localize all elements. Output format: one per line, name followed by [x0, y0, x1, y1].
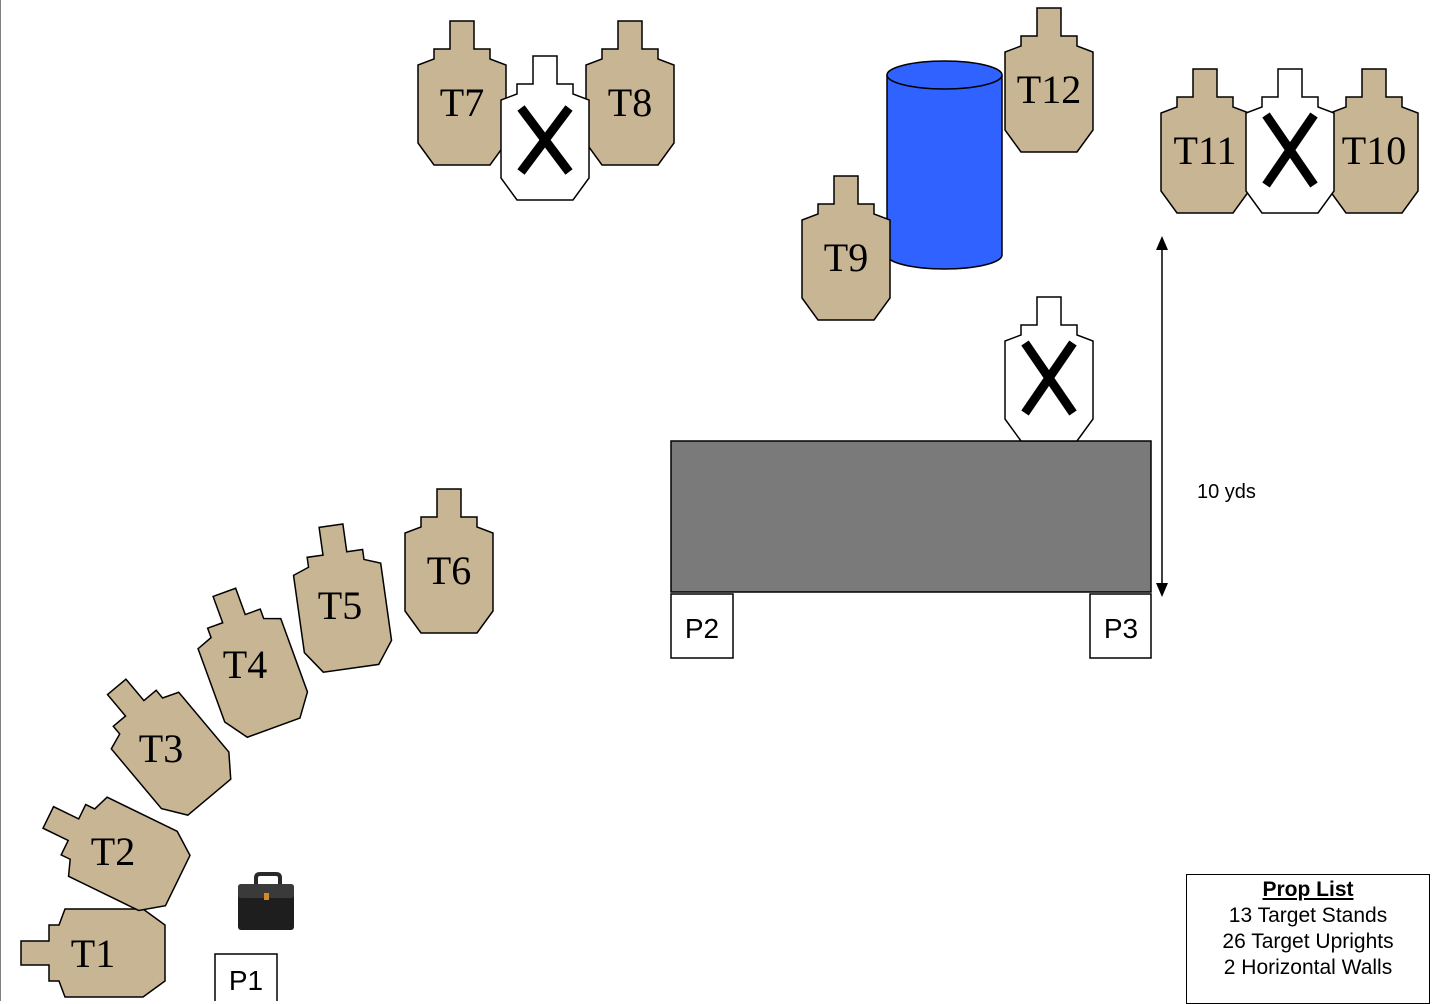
target-label: T2	[91, 829, 135, 874]
target-label: T5	[318, 583, 362, 628]
position-box-p2	[670, 593, 734, 659]
target-label: T9	[824, 235, 868, 280]
target-label: T4	[223, 642, 267, 687]
briefcase-icon	[238, 872, 294, 930]
distance-arrow	[1156, 236, 1168, 597]
target-label: T12	[1017, 67, 1081, 112]
target-label: T8	[608, 80, 652, 125]
position-box-p1	[214, 953, 278, 1001]
no-shoot-target-icon	[1004, 296, 1094, 442]
distance-label: 10 yds	[1197, 481, 1256, 503]
target-label: T1	[71, 931, 115, 976]
horizontal-wall	[670, 440, 1152, 593]
no-shoot-target-icon	[1245, 68, 1335, 214]
no-shoot-target-icon	[500, 55, 590, 201]
position-label: P2	[685, 613, 719, 644]
prop-list-item: 13 Target Stands	[1228, 904, 1388, 927]
position-label: P3	[1104, 613, 1138, 644]
position-box-p3	[1089, 593, 1152, 659]
page-left-border	[0, 0, 1, 1001]
barrel-icon	[886, 60, 1003, 270]
target-label: T7	[440, 80, 484, 125]
prop-list: Prop List 13 Target Stands 26 Target Upr…	[1186, 874, 1430, 1004]
prop-list-item: 2 Horizontal Walls	[1223, 956, 1393, 979]
prop-list-item: 26 Target Uprights	[1222, 930, 1394, 953]
position-label: P1	[229, 965, 263, 996]
target-label: T10	[1342, 128, 1406, 173]
target-label: T11	[1174, 128, 1237, 173]
target-label: T3	[139, 726, 183, 771]
target-label: T6	[427, 548, 471, 593]
prop-list-title: Prop List	[1262, 878, 1354, 901]
